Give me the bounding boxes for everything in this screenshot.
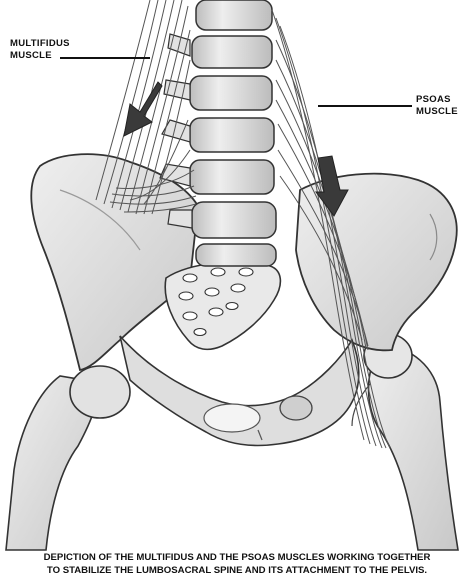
psoas-muscle bbox=[271, 9, 391, 449]
caption-line2: TO STABILIZE THE LUMBOSACRAL SPINE AND I… bbox=[46, 565, 428, 576]
psoas-label-line1: PSOAS bbox=[416, 94, 451, 105]
multifidus-label-line2: MUSCLE bbox=[10, 50, 52, 61]
figure-caption: DEPICTION OF THE MULTIFIDUS AND THE PSOA… bbox=[0, 551, 474, 577]
caption-line1: DEPICTION OF THE MULTIFIDUS AND THE PSOA… bbox=[43, 552, 431, 563]
right-iliac-wing bbox=[295, 172, 458, 352]
psoas-label: PSOAS MUSCLE bbox=[416, 94, 458, 118]
psoas-label-line2: MUSCLE bbox=[416, 106, 458, 117]
psoas-arrow bbox=[315, 155, 349, 217]
lumbar-spine bbox=[159, 0, 277, 267]
right-femur bbox=[351, 333, 459, 551]
pelvic-ring bbox=[119, 335, 360, 447]
left-femur bbox=[5, 365, 131, 551]
multifidus-label: MULTIFIDUS MUSCLE bbox=[10, 38, 70, 62]
multifidus-arrow bbox=[123, 81, 163, 137]
multifidus-label-line1: MULTIFIDUS bbox=[10, 38, 70, 49]
left-iliac-wing bbox=[30, 153, 199, 372]
sacrum bbox=[164, 261, 282, 351]
